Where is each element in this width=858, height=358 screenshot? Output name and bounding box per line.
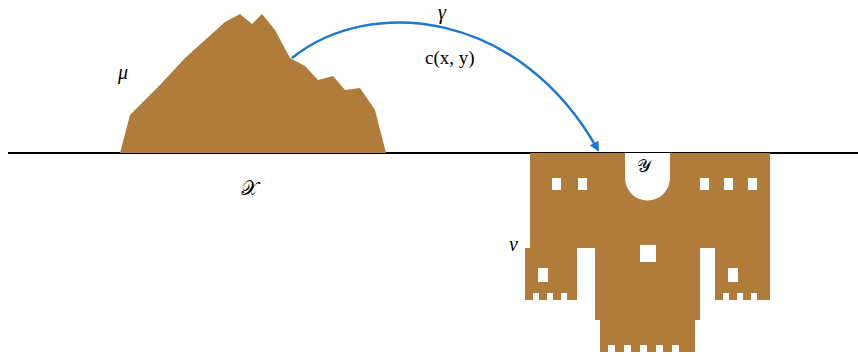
space-label: 𝒴 <box>636 157 652 175</box>
castle-shape <box>503 152 778 356</box>
sand-castle: ν <box>503 152 778 356</box>
plan-label: γ <box>437 2 447 22</box>
measure-label: ν <box>509 234 518 254</box>
cost-label: c(x, y) <box>424 48 476 67</box>
sand-pile: μ <box>108 10 390 155</box>
space-label: 𝒳 <box>240 178 259 198</box>
measure-label: μ <box>118 62 128 82</box>
pile-shape <box>108 10 390 155</box>
